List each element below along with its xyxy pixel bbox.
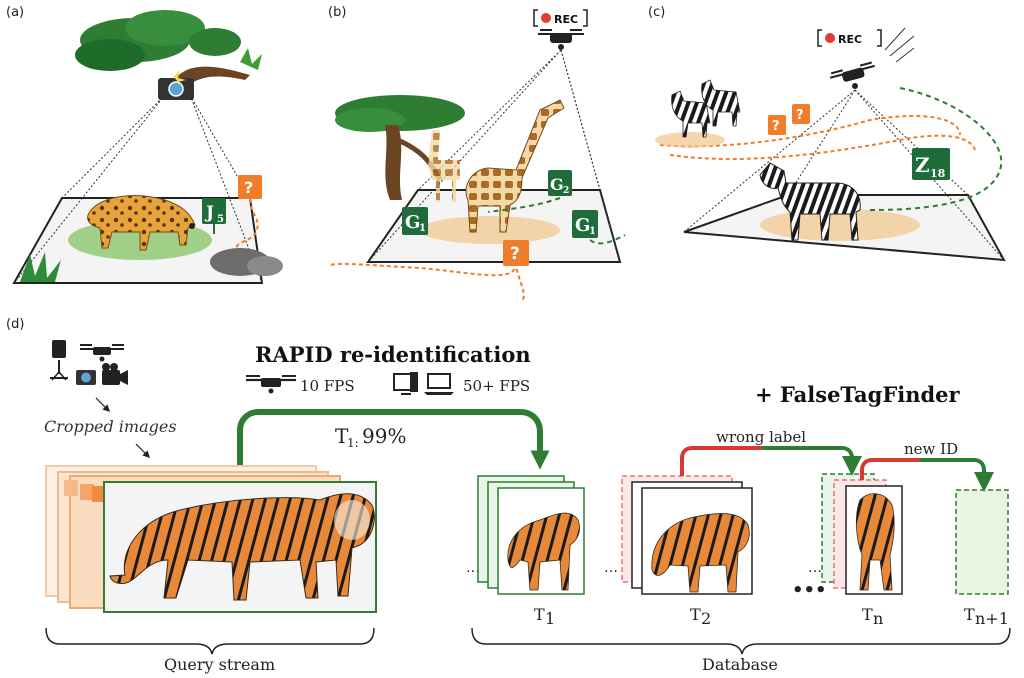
video-camera-icon — [102, 363, 128, 385]
drone-icon-c — [829, 61, 875, 89]
zebra-icon — [759, 162, 861, 241]
match-score: T 1: 99% — [335, 424, 406, 450]
svg-text:18: 18 — [930, 167, 946, 180]
tag-g1-right: G 1 — [572, 210, 598, 238]
unknown-tag-c1: ? — [768, 115, 786, 135]
wrong-label-arrow: wrong label — [680, 428, 862, 476]
query-stream-brace — [45, 627, 375, 655]
svg-text:1: 1 — [545, 609, 555, 628]
jaguar-icon — [87, 195, 196, 251]
falsetag-title: + FalseTagFinder — [755, 382, 961, 407]
svg-text:T: T — [964, 605, 975, 624]
svg-text:T: T — [862, 605, 873, 624]
svg-text:REC: REC — [838, 33, 862, 46]
giraffe-icon — [465, 99, 565, 233]
svg-text:T: T — [690, 605, 701, 624]
tag-j5: J 5 — [202, 198, 226, 234]
query-stream-label: Query stream — [164, 655, 275, 674]
match-arrow — [237, 409, 550, 480]
tag-z18: Z 18 — [912, 148, 950, 180]
svg-text:n+1: n+1 — [975, 609, 1009, 628]
svg-text:Z: Z — [915, 153, 930, 177]
tiger-thumb-t2 — [651, 513, 750, 593]
cropped-images-label: Cropped images — [44, 417, 177, 436]
svg-text:?: ? — [510, 244, 520, 264]
drone-icon-small — [80, 344, 124, 362]
rec-label-b: REC — [554, 13, 578, 26]
tree-icon — [75, 10, 262, 95]
panel-c-label: (c) — [648, 5, 665, 20]
svg-text:T: T — [534, 605, 545, 624]
db-entry-tn1 — [955, 489, 1009, 595]
unknown-tag-b: ? — [503, 240, 529, 266]
panel-a: (a) — [6, 5, 283, 284]
computer-fps: 50+ FPS — [463, 377, 530, 395]
drone-icon — [538, 29, 584, 50]
svg-text:n: n — [873, 609, 883, 628]
wrong-label-text: wrong label — [716, 428, 806, 446]
drone-icon-fps — [246, 375, 296, 394]
tiger-thumb-tn — [856, 493, 895, 591]
db-label-t1: T 1 — [534, 605, 555, 628]
svg-text:2: 2 — [701, 609, 711, 628]
svg-text:G: G — [550, 175, 564, 194]
svg-text:99%: 99% — [362, 424, 406, 448]
db-entry-t2: … — [604, 475, 753, 595]
rec-indicator-icon-c: REC — [817, 27, 915, 63]
unknown-tag-c2: ? — [792, 104, 810, 124]
db-label-tn1: T n+1 — [964, 605, 1009, 628]
db-label-tn: T n — [862, 605, 883, 628]
database-brace — [471, 627, 1011, 655]
svg-text:G: G — [405, 212, 420, 233]
db-label-t2: T 2 — [690, 605, 711, 628]
tiger-thumb-t1 — [507, 512, 580, 591]
zebra-icon-background — [655, 79, 741, 148]
svg-text:?: ? — [244, 178, 253, 197]
tag-g1-left: G 1 — [402, 207, 428, 235]
tag-g2: G 2 — [548, 170, 572, 196]
svg-text:T: T — [335, 424, 349, 448]
svg-text:…: … — [466, 560, 480, 576]
camera-icon — [76, 370, 96, 385]
query-stack — [45, 465, 377, 613]
panel-a-label: (a) — [6, 5, 24, 20]
camera-trap-icon — [158, 70, 194, 100]
tiger-icon — [109, 493, 375, 601]
svg-text:G: G — [575, 215, 590, 236]
desktop-icon — [393, 372, 418, 395]
more-dots: ••• — [792, 580, 827, 601]
rapid-title: RAPID re-identification — [255, 342, 531, 367]
svg-text:?: ? — [772, 119, 780, 134]
svg-text:…: … — [604, 560, 618, 576]
database-label: Database — [702, 655, 778, 674]
source-icons — [50, 340, 128, 413]
panel-d: (d) — [6, 317, 1011, 674]
panel-b-label: (b) — [328, 5, 346, 20]
svg-text:…: … — [808, 560, 822, 576]
svg-text:2: 2 — [563, 186, 569, 196]
giraffe-icon-small — [428, 130, 460, 202]
panel-d-label: (d) — [6, 317, 24, 332]
svg-text:1:: 1: — [347, 436, 359, 450]
tag-j5-sub: 5 — [217, 214, 224, 225]
db-entry-tn: … — [808, 473, 903, 595]
tag-j5-text: J — [204, 203, 214, 223]
svg-text:1: 1 — [419, 223, 426, 234]
drone-fps: 10 FPS — [300, 377, 355, 395]
svg-text:1: 1 — [589, 226, 596, 237]
camera-trap-icon-small — [50, 340, 68, 381]
panel-b: (b) REC — [328, 5, 626, 301]
acacia-tree-icon — [335, 95, 465, 200]
rec-indicator-icon: REC — [533, 9, 588, 27]
laptop-icon — [424, 373, 454, 395]
new-id-text: new ID — [904, 440, 958, 458]
svg-text:?: ? — [796, 108, 804, 123]
panel-c: (c) REC — [648, 5, 1006, 262]
db-entry-t1: … — [466, 475, 585, 595]
unknown-tag-a: ? — [235, 175, 262, 251]
new-id-arrow: new ID — [860, 440, 994, 492]
